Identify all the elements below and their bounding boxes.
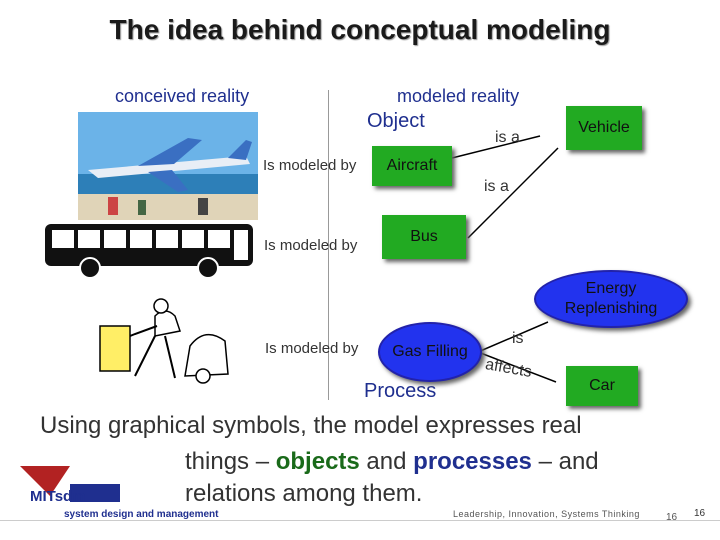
is-a-label-aircraft: is a: [495, 129, 520, 146]
is-modeled-by-label-bus: Is modeled by: [264, 237, 358, 254]
caption-text: things –: [185, 448, 276, 475]
vehicle-object: Vehicle: [566, 106, 642, 150]
slide-title: The idea behind conceptual modeling: [109, 14, 611, 45]
footer-tagline: Leadership, Innovation, Systems Thinking: [453, 509, 640, 519]
page-number-b: 16: [694, 508, 706, 519]
objects-keyword: objects: [275, 448, 360, 475]
car-object: Car: [566, 366, 638, 406]
airplane-photo: [78, 112, 258, 220]
process-label: Process: [364, 380, 437, 402]
logo-subtitle: system design and management: [64, 509, 219, 520]
caption-line2: things – objects and processes – and: [185, 446, 599, 478]
gas-filling-process: Gas Filling: [378, 322, 482, 382]
is-modeled-by-label-gas: Is modeled by: [265, 340, 359, 357]
logo-text: MITsdm: [30, 488, 86, 505]
divider-line: [328, 90, 329, 400]
is-label: is: [512, 330, 524, 347]
caption-line3: relations among them.: [185, 480, 423, 507]
mit-sdm-logo: [20, 466, 120, 502]
conceived-reality-heading: conceived reality: [115, 86, 250, 106]
object-label: Object: [367, 110, 425, 132]
caption-and: and: [359, 448, 414, 475]
is-modeled-by-label-aircraft: Is modeled by: [263, 157, 357, 174]
bus-icon: [45, 224, 253, 279]
energy-line1: Energy: [585, 280, 637, 297]
processes-keyword: processes: [413, 448, 532, 475]
is-a-label-bus: is a: [484, 178, 509, 195]
aircraft-object: Aircraft: [372, 146, 452, 186]
gas-station-drawing: [99, 298, 229, 384]
modeled-reality-heading: modeled reality: [397, 86, 520, 106]
page-number-a: 16: [666, 512, 678, 523]
bus-object: Bus: [382, 215, 466, 259]
caption-line1: Using graphical symbols, the model expre…: [40, 412, 582, 439]
caption-tail: – and: [531, 448, 599, 475]
energy-line2: Replenishing: [564, 300, 658, 317]
footer-line: [0, 520, 720, 521]
